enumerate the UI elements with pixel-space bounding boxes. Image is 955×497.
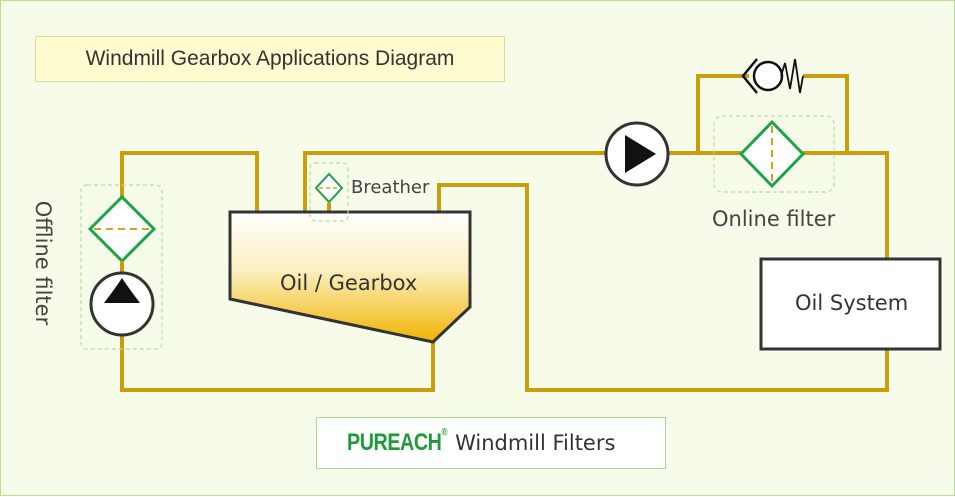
online-filter-label: Online filter — [712, 207, 836, 231]
footer-brand-box: PUREACH® Windmill Filters — [316, 417, 666, 469]
online-filter-dashed-box — [713, 115, 835, 193]
breather-dashed-box — [309, 162, 349, 222]
online-filter-icon — [738, 119, 806, 189]
offline-filter-dashed-box — [80, 184, 163, 350]
offline-filter-label: Offline filter — [31, 200, 55, 326]
breather-label: Breather — [351, 177, 430, 198]
pipe-offline-return — [120, 335, 435, 392]
brand-logo: PUREACH® — [347, 427, 448, 456]
gearbox-tank — [228, 210, 472, 344]
footer-text: Windmill Filters — [455, 431, 616, 455]
offline-filter-icon — [87, 194, 157, 264]
main-pump-icon — [604, 121, 670, 187]
oil-gearbox-label: Oil / Gearbox — [280, 271, 418, 295]
breather-icon — [314, 172, 344, 204]
offline-pump-icon — [89, 271, 155, 337]
pipe-offline-supply — [120, 151, 259, 253]
diagram-title: Windmill Gearbox Applications Diagram — [35, 36, 505, 82]
oil-system-label: Oil System — [795, 291, 909, 315]
check-valve-icon — [741, 58, 804, 94]
oil-system-box — [759, 257, 942, 351]
